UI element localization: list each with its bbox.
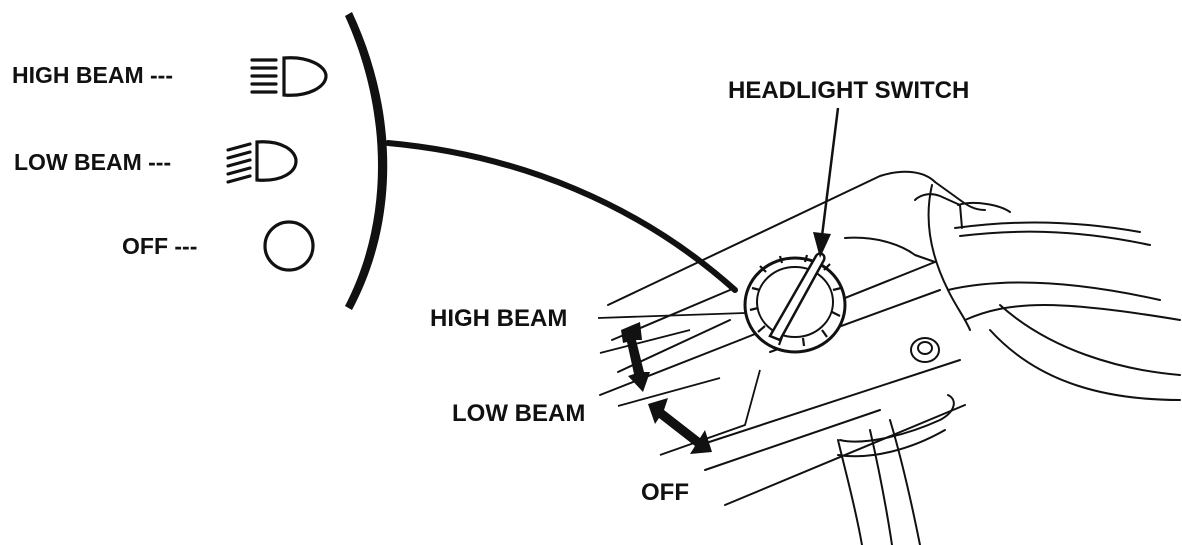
headlight-switch-knob[interactable] bbox=[743, 252, 847, 354]
legend-panel-edge bbox=[345, 12, 388, 310]
legend-label-low-beam: LOW BEAM --- bbox=[14, 149, 171, 175]
off-position-label: OFF bbox=[641, 479, 689, 506]
low-beam-position-label: LOW BEAM bbox=[452, 400, 585, 427]
headlight-switch-arrow bbox=[813, 107, 840, 258]
rotation-arrow-low-off bbox=[648, 398, 712, 454]
high-beam-icon bbox=[250, 56, 328, 97]
panel-leader-line bbox=[385, 140, 738, 293]
legend-label-high-beam: HIGH BEAM --- bbox=[12, 62, 173, 88]
high-beam-position-label: HIGH BEAM bbox=[430, 305, 567, 332]
low-beam-icon bbox=[226, 140, 298, 184]
legend-panel: HIGH BEAM --- LOW BEAM --- OFF --- bbox=[12, 12, 388, 310]
position-lines bbox=[597, 312, 761, 456]
off-icon bbox=[263, 220, 315, 272]
knob-pointer bbox=[768, 252, 826, 342]
rotation-arrow-high-low bbox=[621, 322, 650, 392]
legend-label-off: OFF --- bbox=[122, 233, 197, 259]
headlight-switch-label: HEADLIGHT SWITCH bbox=[728, 77, 969, 104]
